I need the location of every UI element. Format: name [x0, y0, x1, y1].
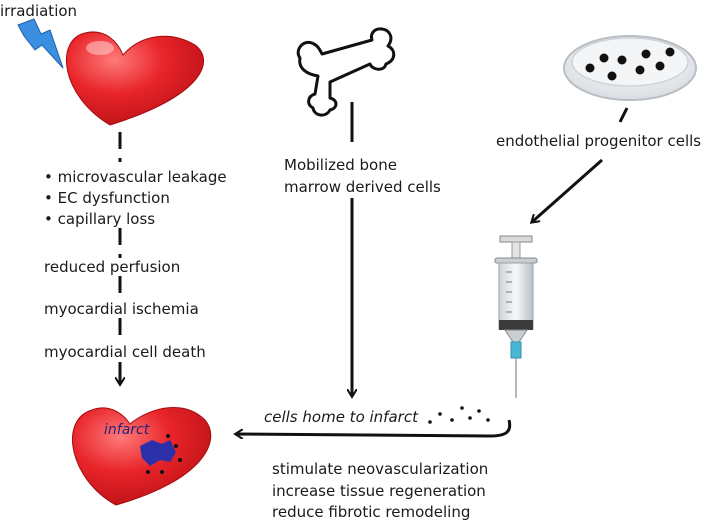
step-myocardial-cell-death: myocardial cell death: [44, 343, 206, 361]
effect-neovascularization: stimulate neovascularization: [272, 460, 489, 478]
home-label: cells home to infarct: [264, 408, 418, 426]
lightning-bolt-icon: [17, 18, 64, 69]
irradiation-label: irradiation: [0, 2, 78, 20]
homing-arrow: [236, 419, 512, 436]
bullet-microvascular-leakage: • microvascular leakage: [44, 166, 227, 188]
epc-label: endothelial progenitor cells: [496, 132, 702, 150]
syringe-icon: [494, 235, 538, 398]
bullet-text: capillary loss: [57, 210, 156, 228]
bullet-text: microvascular leakage: [57, 168, 227, 186]
effect-tissue-regeneration: increase tissue regeneration: [272, 482, 486, 500]
infarct-label: infarct: [104, 422, 150, 438]
bullet-capillary-loss: • capillary loss: [44, 208, 155, 230]
infarct-heart-icon: [72, 407, 212, 506]
bullet-marker: •: [44, 168, 53, 186]
petri-dish-icon: [563, 35, 697, 101]
bullet-marker: •: [44, 189, 53, 207]
bone-label-line1: Mobilized bone: [284, 156, 397, 174]
effect-fibrotic-remodeling: reduce fibrotic remodeling: [272, 503, 471, 521]
dish-line: [618, 107, 629, 123]
bullet-text: EC dysfunction: [57, 189, 170, 207]
bone-label-line2: marrow derived cells: [284, 178, 441, 196]
bullet-marker: •: [44, 210, 53, 228]
homing-cells-dots: [428, 406, 490, 424]
step-reduced-perfusion: reduced perfusion: [44, 258, 181, 276]
bullet-ec-dysfunction: • EC dysfunction: [44, 187, 170, 209]
bone-icon: [296, 27, 396, 117]
step-myocardial-ischemia: myocardial ischemia: [44, 300, 199, 318]
epc-to-syringe-arrow: [532, 158, 603, 222]
infarct-region: [140, 440, 176, 466]
top-heart-icon: [65, 31, 204, 126]
